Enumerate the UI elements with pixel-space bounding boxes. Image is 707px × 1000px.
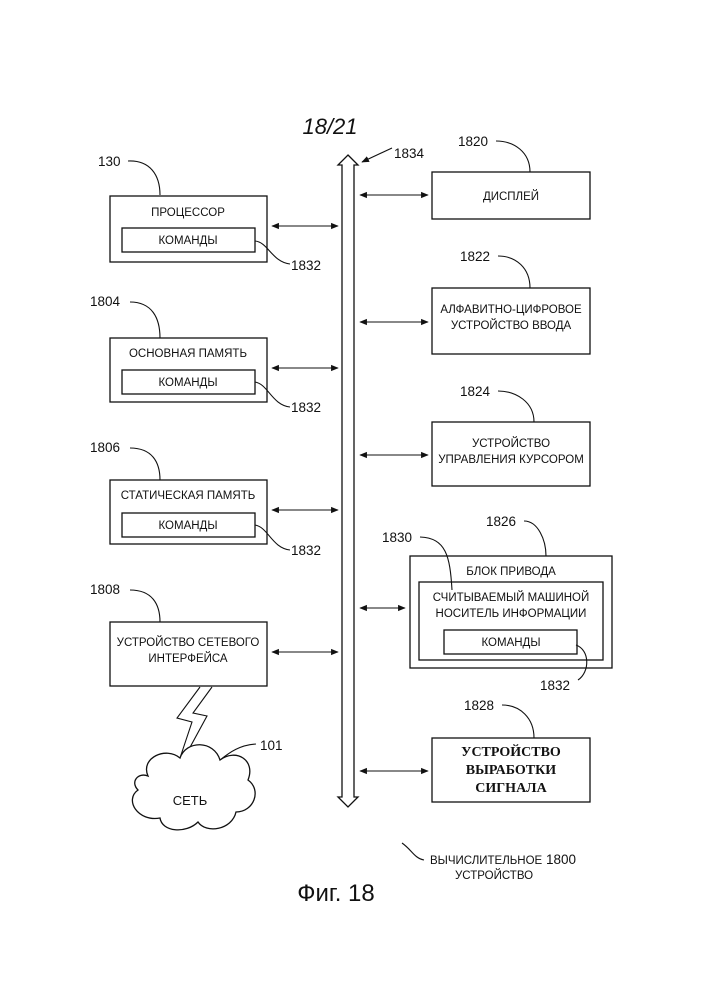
drive-unit-block: 1826 БЛОК ПРИВОДА СЧИТЫВАЕМЫЙ МАШИНОЙ НО… <box>360 514 612 693</box>
processor-ref: 130 <box>98 154 121 169</box>
signal-generation-block: 1828 УСТРОЙСТВО ВЫРАБОТКИ СИГНАЛА <box>360 698 590 802</box>
alphanumeric-input-block: 1822 АЛФАВИТНО-ЦИФРОВОЕ УСТРОЙСТВО ВВОДА <box>360 249 590 354</box>
device-line1: ВЫЧИСЛИТЕЛЬНОЕ <box>430 855 543 867</box>
static-memory-ref: 1806 <box>90 440 120 455</box>
network-label: СЕТЬ <box>173 793 208 808</box>
network-interface-ref: 1808 <box>90 582 120 597</box>
drive-instructions: КОМАНДЫ <box>481 637 540 649</box>
drive-unit-ref: 1826 <box>486 514 516 529</box>
cursor-control-block: 1824 УСТРОЙСТВО УПРАВЛЕНИЯ КУРСОРОМ <box>360 384 590 486</box>
sheet-number: 18/21 <box>302 114 357 139</box>
network-ref: 101 <box>260 738 283 753</box>
signal-generation-line1: УСТРОЙСТВО <box>461 743 561 760</box>
processor-block: 130 ПРОЦЕССОР КОМАНДЫ 1832 <box>98 154 338 273</box>
processor-instructions-ref: 1832 <box>291 258 321 273</box>
device-caption: ВЫЧИСЛИТЕЛЬНОЕ 1800 УСТРОЙСТВО <box>402 843 576 882</box>
alphanumeric-input-line2: УСТРОЙСТВО ВВОДА <box>451 319 572 332</box>
static-memory-title: СТАТИЧЕСКАЯ ПАМЯТЬ <box>121 490 256 502</box>
main-memory-ref: 1804 <box>90 294 121 309</box>
main-memory-instructions: КОМАНДЫ <box>158 377 217 389</box>
static-memory-instructions-ref: 1832 <box>291 543 321 558</box>
processor-title: ПРОЦЕССОР <box>151 207 225 219</box>
device-line2: УСТРОЙСТВО <box>455 869 533 882</box>
medium-line2: НОСИТЕЛЬ ИНФОРМАЦИИ <box>436 608 587 620</box>
signal-generation-line2: ВЫРАБОТКИ <box>466 763 556 778</box>
bus-ref: 1834 <box>394 146 425 161</box>
device-ref: 1800 <box>546 852 576 867</box>
display-ref: 1820 <box>458 134 488 149</box>
drive-instructions-ref: 1832 <box>540 678 570 693</box>
network-interface-title-line1: УСТРОЙСТВО СЕТЕВОГО <box>117 636 260 649</box>
drive-unit-title: БЛОК ПРИВОДА <box>466 566 556 578</box>
signal-generation-line3: СИГНАЛА <box>475 781 547 796</box>
alphanumeric-input-line1: АЛФАВИТНО-ЦИФРОВОЕ <box>440 304 582 316</box>
display-label: ДИСПЛЕЙ <box>483 190 539 203</box>
main-memory-instructions-ref: 1832 <box>291 400 321 415</box>
network-interface-block: 1808 УСТРОЙСТВО СЕТЕВОГО ИНТЕРФЕЙСА <box>90 582 338 686</box>
medium-line1: СЧИТЫВАЕМЫЙ МАШИНОЙ <box>433 591 589 604</box>
main-memory-title: ОСНОВНАЯ ПАМЯТЬ <box>129 348 247 360</box>
static-memory-block: 1806 СТАТИЧЕСКАЯ ПАМЯТЬ КОМАНДЫ 1832 <box>90 440 338 558</box>
figure-caption: Фиг. 18 <box>297 880 375 907</box>
cursor-control-line2: УПРАВЛЕНИЯ КУРСОРОМ <box>438 454 584 466</box>
cursor-control-ref: 1824 <box>460 384 491 399</box>
main-memory-block: 1804 ОСНОВНАЯ ПАМЯТЬ КОМАНДЫ 1832 <box>90 294 338 415</box>
system-bus: 1834 <box>338 146 425 807</box>
processor-instructions: КОМАНДЫ <box>158 235 217 247</box>
medium-ref: 1830 <box>382 530 412 545</box>
static-memory-instructions: КОМАНДЫ <box>158 520 217 532</box>
cursor-control-line1: УСТРОЙСТВО <box>472 437 550 450</box>
network-interface-title-line2: ИНТЕРФЕЙСА <box>148 652 228 665</box>
network-cloud: СЕТЬ 101 <box>132 738 282 830</box>
signal-generation-ref: 1828 <box>464 698 494 713</box>
alphanumeric-input-ref: 1822 <box>460 249 490 264</box>
